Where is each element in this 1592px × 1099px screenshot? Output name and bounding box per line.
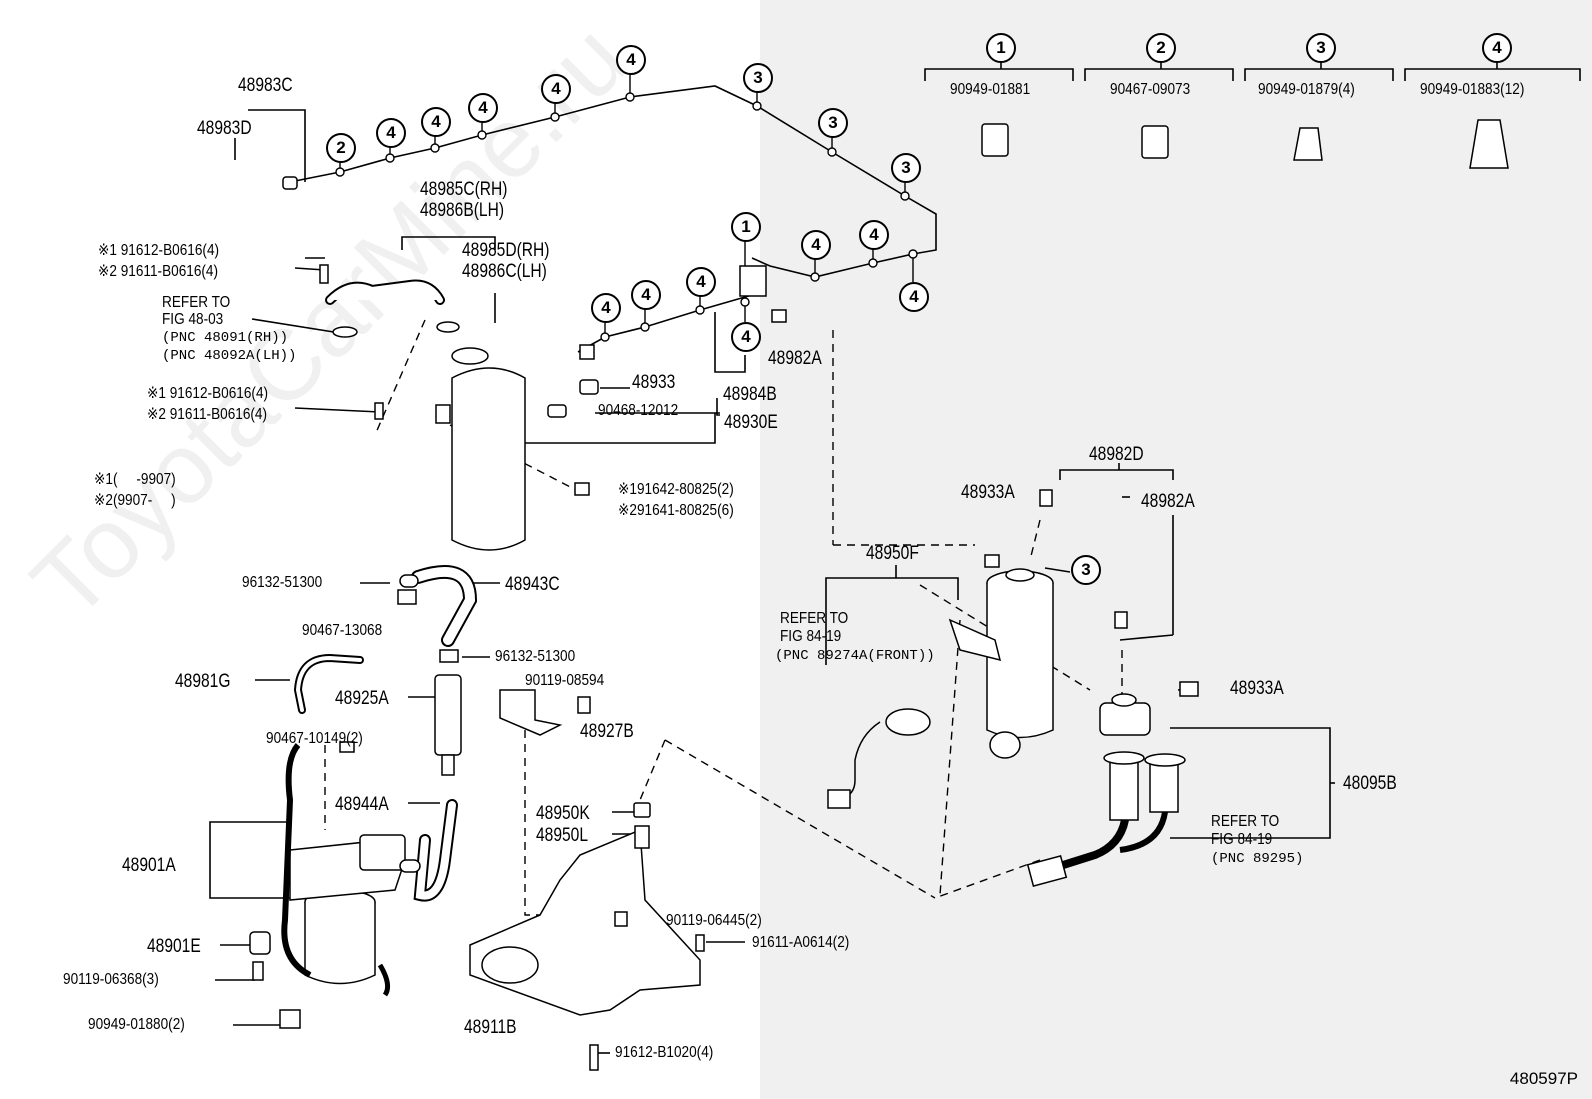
legend-part-3: 90949-01879(4) (1258, 81, 1355, 98)
label-48901E: 48901E (147, 936, 201, 957)
label-90119-06445: 90119-06445(2) (666, 912, 762, 929)
label-note2: ※2(9907- ) (94, 492, 176, 509)
canister-48930E (451, 367, 526, 551)
label-48925A: 48925A (335, 688, 389, 709)
callout-4: 4 (591, 293, 621, 323)
label-90468: 90468-12012 (598, 402, 679, 419)
label-48985C: 48985C(RH) (420, 179, 508, 200)
label-96132a: 96132-51300 (242, 574, 323, 591)
callout-4: 4 (616, 45, 646, 75)
label-48985D: 48985D(RH) (462, 240, 550, 261)
callout-4: 4 (686, 267, 716, 297)
label-48984B: 48984B (723, 384, 777, 405)
label-ref-b3: (PNC 89274A(FRONT)) (775, 648, 935, 664)
label-ref-c3: (PNC 89295) (1211, 851, 1304, 867)
label-48095B: 48095B (1343, 773, 1397, 794)
label-note1: ※1( -9907) (94, 471, 176, 488)
legend-callout-2: 2 (1146, 33, 1176, 63)
label-90949-01880: 90949-01880(2) (88, 1016, 185, 1033)
label-91611-A0614: 91611-A0614(2) (752, 934, 850, 951)
label-48982A-mid: 48982A (1141, 491, 1195, 512)
label-90119-06368: 90119-06368(3) (63, 971, 159, 988)
callout-4: 4 (731, 322, 761, 352)
label-48933A-top: 48933A (961, 482, 1015, 503)
label-ref-a2: FIG 48-03 (162, 311, 224, 328)
label-ref-b1: REFER TO (780, 610, 849, 627)
label-90467-13068: 90467-13068 (302, 622, 383, 639)
label-48981G: 48981G (175, 671, 231, 692)
figure-id: 480597P (1509, 1069, 1578, 1088)
label-48982A-top: 48982A (768, 348, 822, 369)
label-bolt1b: ※1 91612-B0616(4) (147, 385, 269, 402)
label-48986B: 48986B(LH) (420, 200, 505, 221)
label-48930E: 48930E (724, 412, 778, 433)
callout-4: 4 (376, 118, 406, 148)
label-bolt2a: ※2 91611-B0616(4) (98, 263, 219, 280)
label-91612-B1020: 91612-B1020(4) (615, 1044, 714, 1061)
callout-2: 2 (326, 133, 356, 163)
callout-4: 4 (468, 93, 498, 123)
label-48983D: 48983D (197, 118, 252, 139)
label-48911B: 48911B (464, 1017, 517, 1038)
label-ref-b2: FIG 84-19 (780, 628, 842, 645)
label-48927B: 48927B (580, 721, 634, 742)
label-90467-10149: 90467-10149(2) (266, 730, 363, 747)
label-48950L: 48950L (536, 825, 588, 846)
label-48950F: 48950F (866, 543, 919, 564)
callout-3: 3 (1071, 555, 1101, 585)
label-48986C: 48986C(LH) (462, 261, 547, 282)
label-bolt1a: ※1 91612-B0616(4) (98, 242, 220, 259)
callout-3: 3 (891, 153, 921, 183)
callout-4: 4 (859, 220, 889, 250)
callout-4: 4 (421, 107, 451, 137)
label-48983C: 48983C (238, 75, 293, 96)
label-bolt91642: ※191642-80825(2) (618, 481, 734, 498)
legend-callout-3: 3 (1306, 33, 1336, 63)
callout-3: 3 (818, 108, 848, 138)
shaded-region (760, 0, 1592, 1099)
legend-callout-1: 1 (986, 33, 1016, 63)
label-ref-c1: REFER TO (1211, 813, 1280, 830)
label-96132b: 96132-51300 (495, 648, 576, 665)
label-bolt91641: ※291641-80825(6) (618, 502, 734, 519)
label-ref-c2: FIG 84-19 (1211, 831, 1273, 848)
label-48982D: 48982D (1089, 444, 1144, 465)
callout-3: 3 (743, 63, 773, 93)
label-48933: 48933 (632, 372, 676, 393)
legend-callout-4: 4 (1482, 33, 1512, 63)
callout-4: 4 (899, 282, 929, 312)
upper-pipe (289, 85, 937, 278)
label-90119-08594: 90119-08594 (525, 672, 605, 689)
callout-4: 4 (541, 74, 571, 104)
label-48944A: 48944A (335, 794, 389, 815)
legend-part-4: 90949-01883(12) (1420, 81, 1525, 98)
label-bolt2b: ※2 91611-B0616(4) (147, 406, 268, 423)
callout-4: 4 (631, 280, 661, 310)
label-48933A-right: 48933A (1230, 678, 1284, 699)
label-48901A: 48901A (122, 855, 176, 876)
callout-4: 4 (801, 230, 831, 260)
legend-part-1: 90949-01881 (950, 81, 1031, 98)
label-48950K: 48950K (536, 803, 590, 824)
callout-1: 1 (731, 212, 761, 242)
legend-part-2: 90467-09073 (1110, 81, 1191, 98)
label-ref-a3: (PNC 48091(RH)) (162, 330, 289, 346)
label-ref-a4: (PNC 48092A(LH)) (162, 348, 297, 364)
label-48943C: 48943C (505, 574, 560, 595)
label-ref-a1: REFER TO (162, 294, 231, 311)
